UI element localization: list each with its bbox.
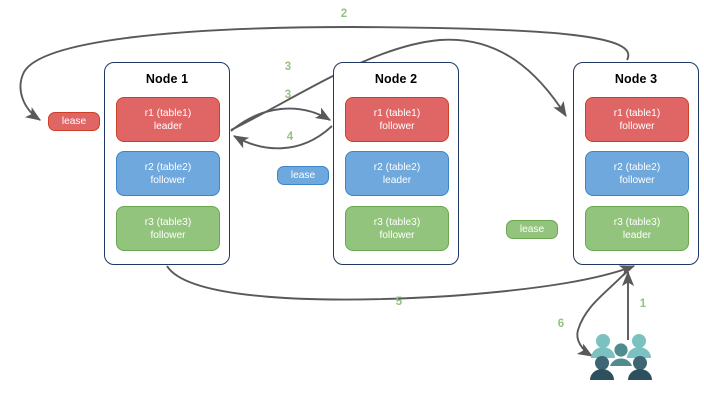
- replica-r3[interactable]: r3 (table3) follower: [116, 206, 220, 251]
- step-label-2: 2: [340, 8, 348, 20]
- lease-badge-r1[interactable]: lease: [48, 112, 100, 131]
- node-title: Node 1: [145, 72, 189, 86]
- lease-badge-r3[interactable]: lease: [506, 220, 558, 239]
- arrow-step-5: [166, 265, 636, 301]
- step-label-1: 1: [639, 298, 647, 310]
- arrow-step-3-to-node2: [230, 107, 331, 132]
- node-box-2[interactable]: Node 2 r1 (table1) follower r2 (table2) …: [333, 62, 459, 265]
- replica-name: r3 (table3): [373, 216, 421, 228]
- node-box-3[interactable]: Node 3 r1 (table1) follower r2 (table2) …: [573, 62, 699, 265]
- replica-role: follower: [379, 229, 415, 241]
- replica-name: r2 (table2): [144, 161, 192, 173]
- replica-r2[interactable]: r2 (table2) follower: [116, 151, 220, 196]
- step-label-5: 5: [395, 296, 403, 308]
- replica-r1[interactable]: r1 (table1) follower: [585, 97, 689, 142]
- node-title: Node 3: [614, 72, 658, 86]
- replica-r3[interactable]: r3 (table3) leader: [585, 206, 689, 251]
- replica-role: follower: [619, 174, 655, 186]
- replica-role: leader: [622, 229, 652, 241]
- replica-r3[interactable]: r3 (table3) follower: [345, 206, 449, 251]
- step-label-3a: 3: [284, 61, 292, 73]
- replica-name: r1 (table1): [373, 107, 421, 119]
- replica-name: r3 (table3): [144, 216, 192, 228]
- replica-role: follower: [379, 120, 415, 132]
- replica-name: r1 (table1): [144, 107, 192, 119]
- node-title: Node 2: [374, 72, 418, 86]
- step-label-3b: 3: [284, 89, 292, 101]
- replica-r2[interactable]: r2 (table2) follower: [585, 151, 689, 196]
- replica-role: leader: [153, 120, 183, 132]
- replica-name: r1 (table1): [613, 107, 661, 119]
- replica-r1[interactable]: r1 (table1) leader: [116, 97, 220, 142]
- step-label-6: 6: [557, 318, 565, 330]
- replica-name: r2 (table2): [373, 161, 421, 173]
- users-icon: [590, 334, 652, 380]
- lease-badge-r2[interactable]: lease: [277, 166, 329, 185]
- replica-name: r2 (table2): [613, 161, 661, 173]
- replica-role: leader: [382, 174, 412, 186]
- replica-role: follower: [150, 174, 186, 186]
- step-label-4: 4: [286, 131, 294, 143]
- node-box-1[interactable]: Node 1 r1 (table1) leader r2 (table2) fo…: [104, 62, 230, 265]
- replica-name: r3 (table3): [613, 216, 661, 228]
- replica-role: follower: [619, 120, 655, 132]
- replica-r1[interactable]: r1 (table1) follower: [345, 97, 449, 142]
- replica-r2[interactable]: r2 (table2) leader: [345, 151, 449, 196]
- replica-role: follower: [150, 229, 186, 241]
